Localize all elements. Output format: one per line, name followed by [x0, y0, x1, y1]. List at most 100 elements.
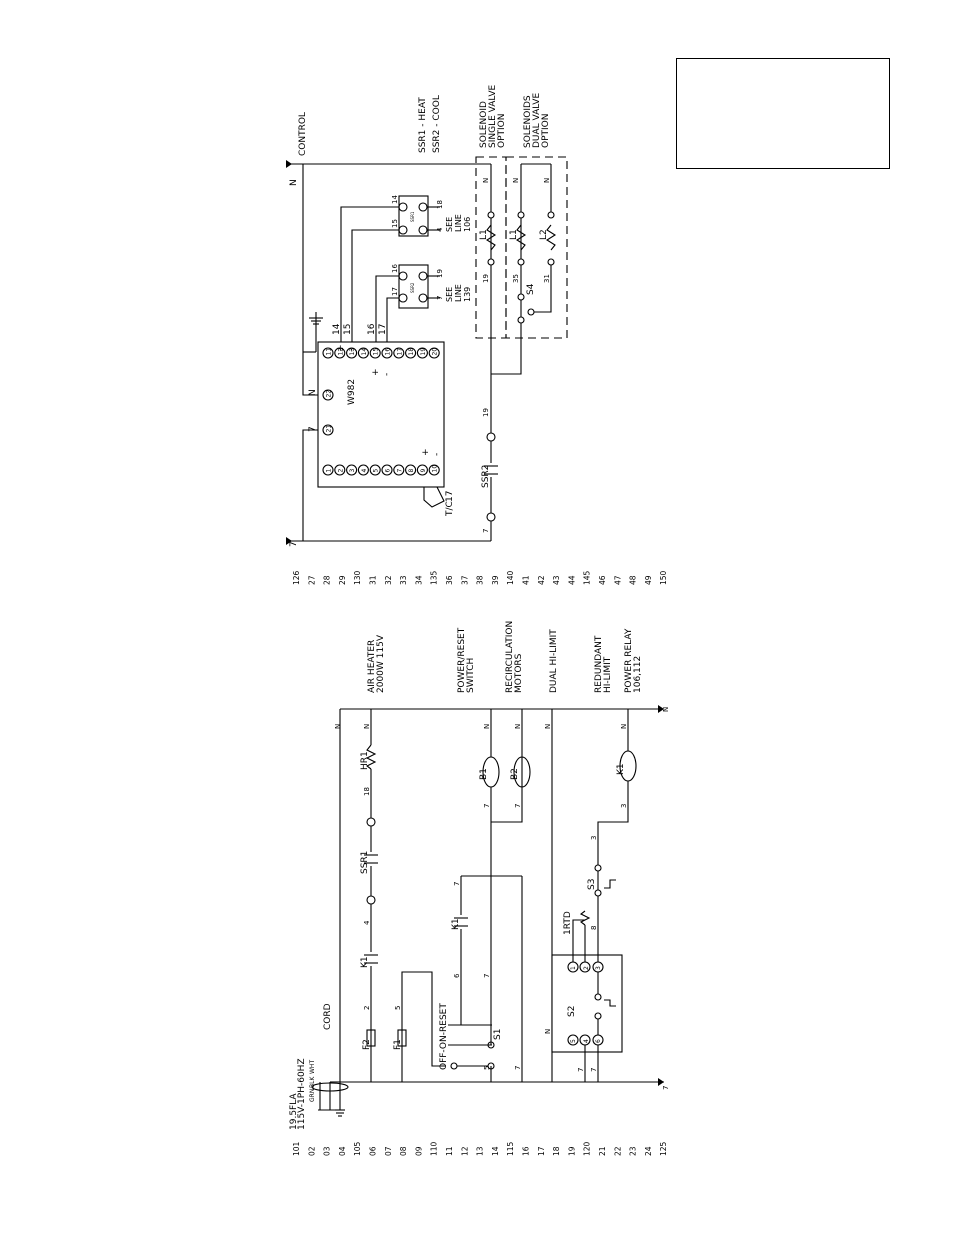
wire-7-to-21 — [302, 429, 318, 541]
cord-label: CORD — [323, 1003, 333, 1030]
upper-rung-4: 130 — [353, 570, 362, 585]
svg-text:6: 6 — [595, 1039, 602, 1043]
motor-b1 — [482, 756, 500, 788]
single-valve-line1: SOLENOID — [479, 101, 489, 148]
svg-text:3: 3 — [595, 966, 602, 970]
dual-valve-option-box — [505, 156, 568, 339]
controller-terminal-6 — [381, 464, 393, 476]
svg-text:7: 7 — [577, 1068, 585, 1072]
upper-rung-20: 46 — [598, 575, 607, 585]
thermocouple-wire — [423, 486, 445, 508]
upper-labels: CONTROL N 7 SSR1 - HEAT SSR2 - COOL SOLE… — [289, 84, 551, 547]
controller-terminal-10 — [428, 464, 440, 476]
svg-text:7: 7 — [483, 804, 491, 808]
controller-terminal-20 — [428, 347, 440, 359]
supply-voltage: 115V-1PH-60HZ — [297, 1058, 307, 1130]
svg-text:17: 17 — [445, 491, 455, 502]
lower-rung-23: 24 — [644, 1146, 653, 1156]
s4-branch — [531, 260, 552, 313]
controller-terminal-12 — [334, 347, 346, 359]
svg-text:7: 7 — [482, 529, 490, 533]
switch-s1: S1 — [493, 1029, 503, 1040]
controller-terminal-label: 11 — [326, 348, 333, 356]
dual-valve-line2: DUAL VALVE — [532, 93, 542, 148]
lower-rung-5: 06 — [369, 1146, 378, 1156]
relay-k1-coil — [619, 750, 637, 782]
controller-terminal-label: 19 — [420, 348, 427, 356]
svg-text:3: 3 — [590, 836, 598, 840]
svg-text:106,112: 106,112 — [633, 656, 643, 693]
svg-text:K1: K1 — [616, 763, 626, 775]
upper-rung-5: 31 — [369, 575, 378, 585]
controller-terminal-18 — [405, 347, 417, 359]
svg-text:7: 7 — [590, 1068, 598, 1072]
svg-text:N: N — [543, 178, 551, 183]
controller-terminal-label: 18 — [408, 348, 415, 356]
controller-terminal-1 — [322, 464, 334, 476]
svg-text:15: 15 — [391, 219, 399, 228]
svg-text:106: 106 — [463, 217, 472, 232]
ssr2-cool-note: SSR2 - COOL — [432, 95, 442, 153]
svg-text:+: + — [421, 448, 431, 456]
svg-text:-: - — [347, 349, 357, 352]
fuse-f1: F1 — [393, 1039, 403, 1050]
off-on-reset-label: OFF-ON-RESET — [439, 1003, 449, 1070]
coil-l1-single: L1 — [479, 229, 489, 240]
svg-text:14: 14 — [391, 195, 399, 204]
solenoid-coils — [485, 211, 557, 324]
controller-terminal-label: 5 — [373, 469, 380, 473]
svg-text:-: - — [432, 453, 442, 456]
controller-terminal-label: 21 — [326, 425, 333, 433]
controller-terminal-label: 20 — [432, 348, 439, 356]
controller-terminal-21 — [322, 424, 334, 436]
controller-terminal-17 — [393, 347, 405, 359]
svg-text:N: N — [483, 724, 491, 729]
upper-rung-0: 126 — [292, 570, 301, 585]
lower-rung-14: 115 — [506, 1141, 515, 1156]
controller-terminal-2 — [334, 464, 346, 476]
lower-rung-24: 125 — [659, 1141, 668, 1156]
lower-rung-17: 18 — [552, 1146, 561, 1156]
controller-terminal-9 — [416, 464, 428, 476]
controller-terminal-label: 13 — [349, 348, 356, 356]
wire-17 — [386, 297, 399, 342]
rail-arrow-n — [286, 160, 292, 168]
svg-text:N: N — [544, 724, 552, 729]
controller-terminal-label: 12 — [337, 348, 344, 356]
ssr1-heat-note: SSR1 - HEAT — [418, 97, 428, 153]
lower-rung-18: 19 — [567, 1146, 576, 1156]
svg-text:BLK: BLK — [309, 1076, 316, 1088]
controller-terminal-label: 2 — [337, 469, 344, 473]
svg-text:N: N — [334, 724, 342, 729]
lower-rung-3: 04 — [338, 1146, 347, 1156]
svg-text:2: 2 — [583, 966, 590, 970]
wire-16 — [375, 275, 399, 342]
svg-text:18: 18 — [363, 787, 371, 796]
upper-rung-3: 29 — [338, 575, 347, 585]
controller-terminal-label: 9 — [420, 469, 427, 473]
svg-text:19: 19 — [482, 274, 490, 283]
svg-text:N: N — [544, 1029, 552, 1034]
svg-text:7: 7 — [662, 1086, 670, 1090]
lower-rung-12: 13 — [476, 1146, 485, 1156]
lower-rung-8: 09 — [414, 1146, 423, 1156]
svg-text:7: 7 — [514, 804, 522, 808]
controller-terminal-11 — [322, 347, 334, 359]
svg-text:N: N — [308, 389, 318, 396]
upper-rung-19: 145 — [583, 570, 592, 585]
single-valve-line2: SINGLE VALVE — [488, 84, 498, 148]
svg-text:B1: B1 — [479, 768, 489, 780]
supply-fla: 19.5FLA — [289, 1093, 299, 1130]
svg-text:SSR2: SSR2 — [410, 282, 415, 293]
coil-l2-dual: L2 — [539, 229, 549, 240]
svg-text:17: 17 — [391, 287, 399, 296]
upper-rung-13: 39 — [491, 575, 500, 585]
upper-rung-21: 47 — [613, 575, 622, 585]
svg-text:SEE: SEE — [445, 217, 454, 232]
fuse-f2: F2 — [362, 1039, 372, 1050]
svg-text:5: 5 — [394, 1006, 402, 1010]
lower-rung-7: 08 — [399, 1146, 408, 1156]
